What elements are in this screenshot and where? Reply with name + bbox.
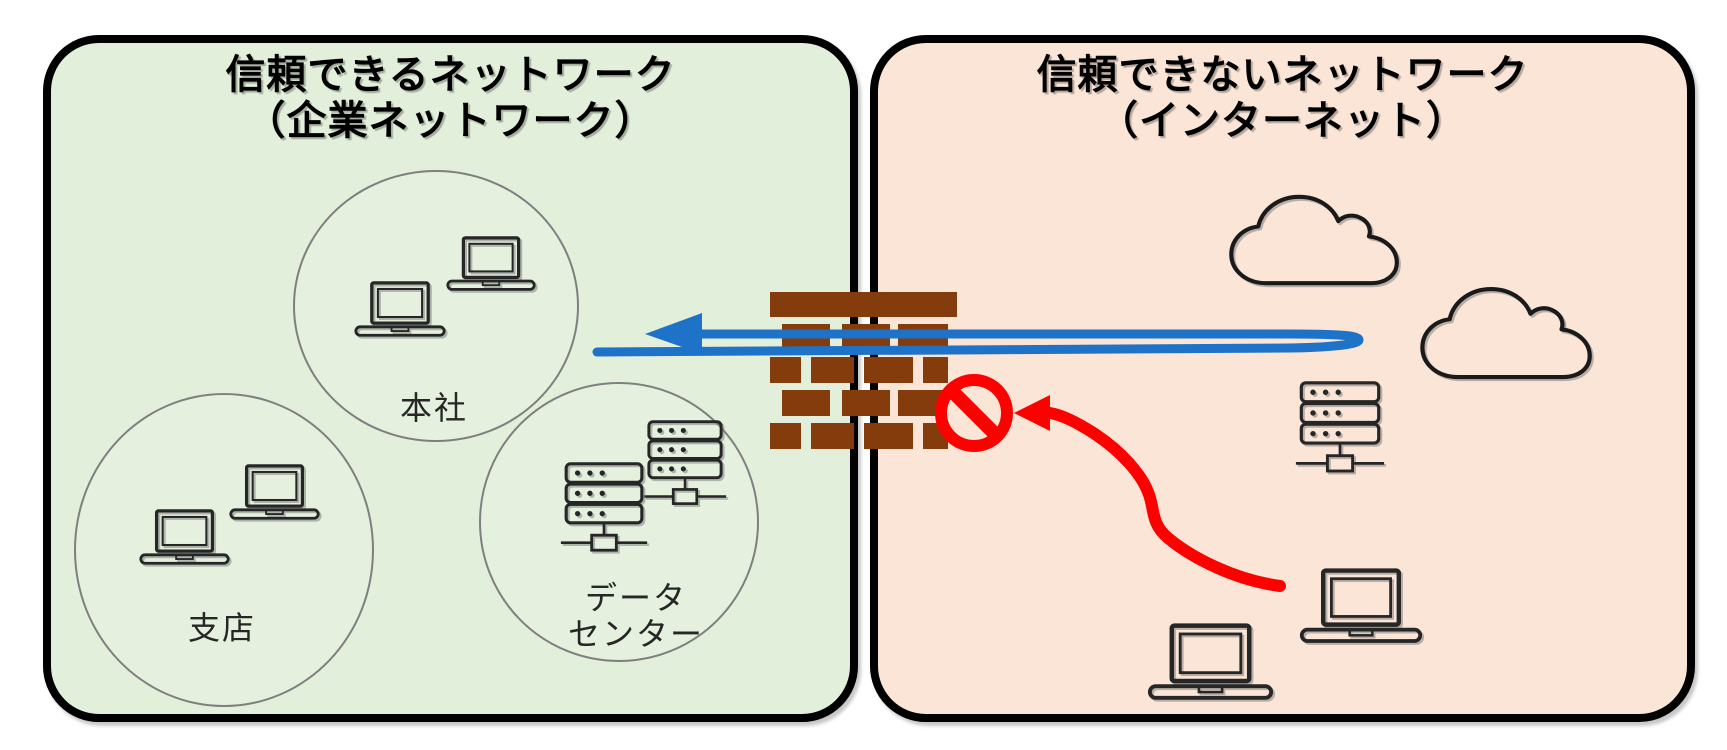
server-icon <box>1295 381 1385 480</box>
cloud-icon <box>1222 186 1408 294</box>
trusted-network-title-line2: （企業ネットワーク） <box>245 99 656 143</box>
server-icon <box>643 420 727 512</box>
branch-zone-label: 支店 <box>187 610 256 646</box>
laptop-icon <box>353 281 447 339</box>
datacenter-zone-label-line1: データ <box>584 580 687 616</box>
datacenter-zone-label: データ センター <box>546 580 726 652</box>
cloud-icon <box>1413 278 1601 388</box>
branch-zone-circle <box>74 393 374 707</box>
laptop-icon <box>1298 568 1424 646</box>
laptop-icon <box>1146 623 1275 703</box>
trusted-network-title-line1: 信頼できるネットワーク <box>225 53 676 97</box>
headquarters-zone-label: 本社 <box>399 390 468 426</box>
datacenter-zone-label-line2: センター <box>567 616 704 652</box>
untrusted-network-title-line1: 信頼できないネットワーク <box>1036 53 1529 97</box>
laptop-icon <box>445 236 537 293</box>
trusted-network-title: 信頼できるネットワーク （企業ネットワーク） <box>43 52 858 144</box>
server-icon <box>560 462 648 559</box>
untrusted-network-title: 信頼できないネットワーク （インターネット） <box>870 52 1695 144</box>
headquarters-zone-circle <box>293 170 579 442</box>
laptop-icon <box>138 509 231 567</box>
laptop-icon <box>228 464 321 522</box>
untrusted-network-title-line2: （インターネット） <box>1098 99 1467 143</box>
